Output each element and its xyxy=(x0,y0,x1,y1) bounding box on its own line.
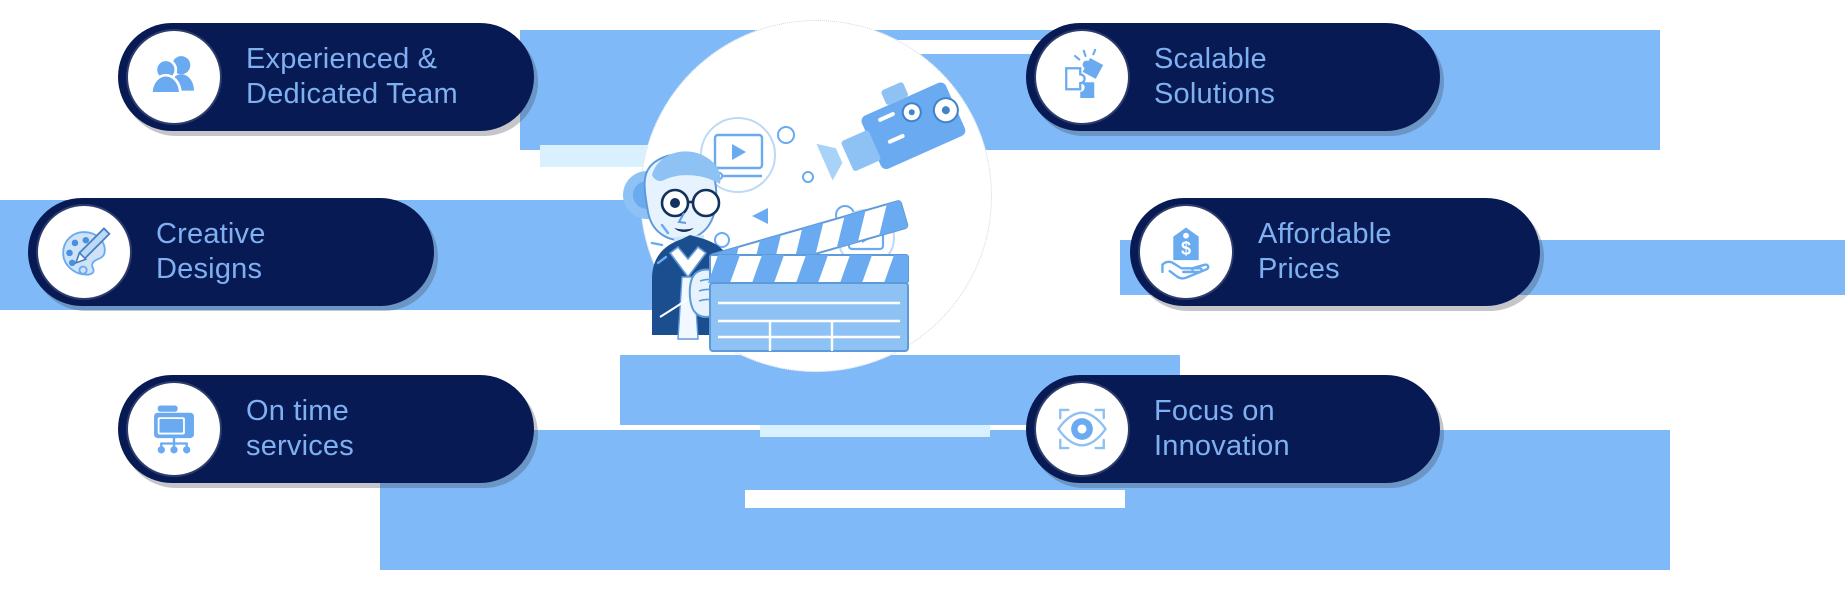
feature-card-label: Focus on Innovation xyxy=(1154,395,1290,462)
feature-card-focus-on-innovation[interactable]: Focus on Innovation xyxy=(1026,375,1440,483)
open-hand xyxy=(1161,260,1210,280)
movie-camera-icon xyxy=(816,82,966,181)
feature-card-experienced-dedicated-team[interactable]: Experienced & Dedicated Team xyxy=(118,23,534,131)
puzzle-pieces-icon xyxy=(1036,31,1128,123)
feature-card-label: Experienced & Dedicated Team xyxy=(246,43,458,110)
feature-card-label: Affordable Prices xyxy=(1258,218,1392,285)
feature-card-on-time-services[interactable]: On time services xyxy=(118,375,534,483)
feature-card-label: Scalable Solutions xyxy=(1154,43,1276,110)
svg-text:$: $ xyxy=(1181,239,1191,259)
clapperboard-icon xyxy=(650,200,909,352)
background-accent-white-2 xyxy=(745,490,1125,508)
palette-brush-icon xyxy=(38,206,130,298)
eye-focus-icon xyxy=(1036,383,1128,475)
feature-card-affordable-prices[interactable]: $ Affordable Prices xyxy=(1130,198,1540,306)
background-accent-pale-2 xyxy=(760,425,990,437)
people-group-icon xyxy=(128,31,220,123)
feature-card-label: Creative Designs xyxy=(156,218,266,285)
feature-card-scalable-solutions[interactable]: Scalable Solutions xyxy=(1026,23,1440,131)
feature-card-creative-designs[interactable]: Creative Designs xyxy=(28,198,434,306)
background-accent-pale-1 xyxy=(540,145,670,167)
feature-card-label: On time services xyxy=(246,395,354,462)
hand-price-tag-icon: $ xyxy=(1140,206,1232,298)
folder-network-icon xyxy=(128,383,220,475)
woman-with-clapperboard-illustration xyxy=(600,25,1020,355)
price-tag: $ xyxy=(1173,227,1199,261)
